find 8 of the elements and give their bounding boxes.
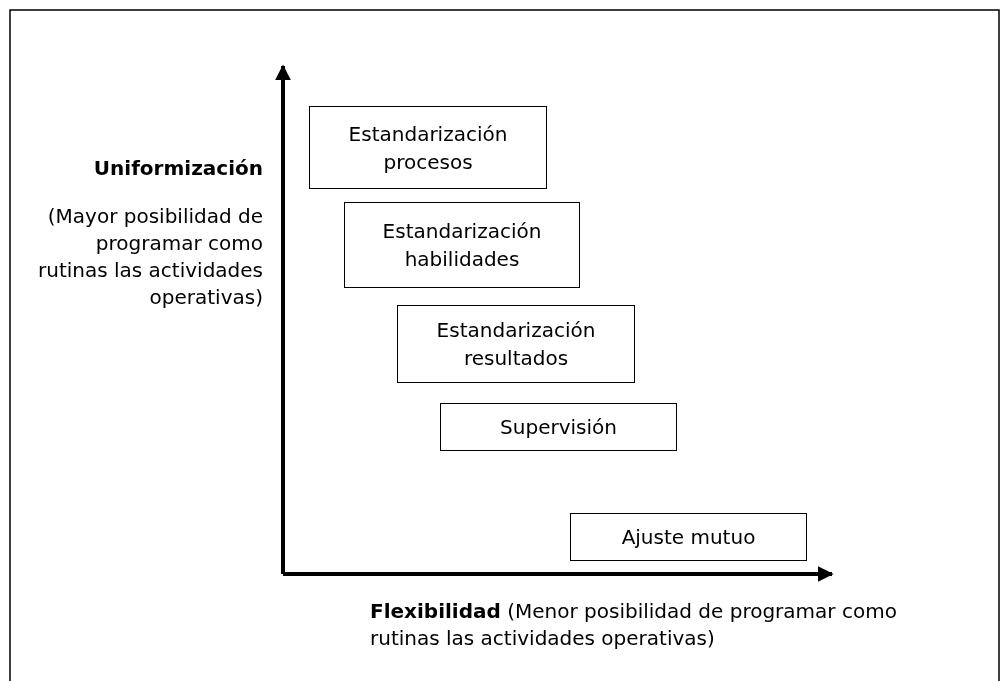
axis-title: Uniformización bbox=[92, 155, 263, 182]
process-box: Estandarización habilidades bbox=[344, 202, 580, 288]
axis-description: (Mayor posibilidad de programar como rutinas las actividades operativas) bbox=[38, 203, 263, 311]
process-box: Estandarización resultados bbox=[397, 305, 635, 383]
process-box: Estandarización procesos bbox=[309, 106, 547, 189]
process-box: Supervisión bbox=[440, 403, 677, 451]
process-box: Ajuste mutuo bbox=[570, 513, 807, 561]
axis-description: Flexibilidad (Menor posibilidad de programar como rutinas las actividades operativas) bbox=[370, 598, 898, 652]
